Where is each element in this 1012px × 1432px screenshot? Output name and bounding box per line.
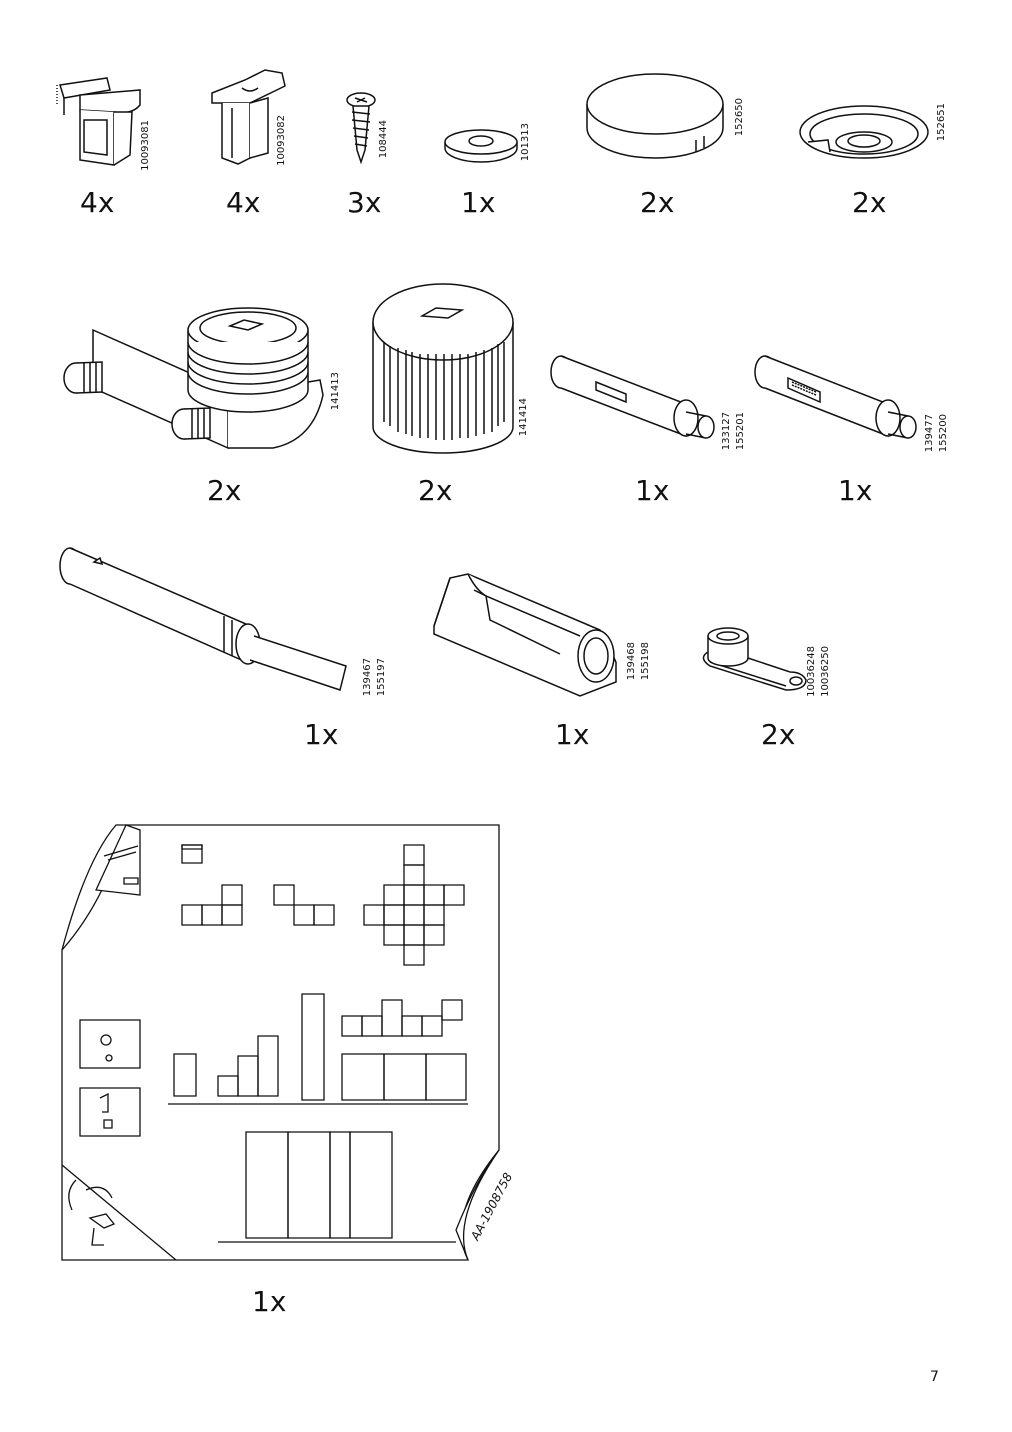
- part-code: 10093082: [276, 115, 287, 166]
- quantity-label: 4x: [226, 186, 261, 219]
- planning-leaflet-illustration: [56, 820, 506, 1264]
- part-10036248-bracket-illustration: [698, 628, 810, 694]
- part-139467-pin-illustration: [56, 544, 356, 694]
- part-code: 141413: [330, 372, 341, 411]
- part-code: 133127: [721, 412, 732, 451]
- part-139468-housing-illustration: [430, 570, 620, 700]
- part-10093081-illustration: [52, 70, 142, 170]
- page-number: 7: [930, 1369, 939, 1385]
- part-code: 10036250: [820, 646, 831, 697]
- part-code: 155197: [376, 658, 387, 697]
- part-code: 101313: [520, 123, 531, 162]
- quantity-label: 4x: [80, 186, 115, 219]
- part-code: 141414: [518, 398, 529, 437]
- part-152651-base-illustration: [798, 100, 932, 164]
- part-152650-cap-illustration: [584, 70, 726, 162]
- part-133127-connector-illustration: [546, 352, 720, 448]
- quantity-label: 1x: [461, 186, 496, 219]
- part-108444-screw-illustration: [343, 90, 379, 165]
- quantity-label: 1x: [252, 1285, 287, 1318]
- quantity-label: 1x: [304, 718, 339, 751]
- part-code: 139467: [362, 658, 373, 697]
- quantity-label: 2x: [640, 186, 675, 219]
- quantity-label: 2x: [207, 474, 242, 507]
- part-141413-adjuster-illustration: [58, 300, 330, 452]
- quantity-label: 1x: [838, 474, 873, 507]
- part-code: 139468: [626, 642, 637, 681]
- part-code: 139477: [924, 414, 935, 453]
- part-code: 10093081: [140, 120, 151, 171]
- quantity-label: 3x: [347, 186, 382, 219]
- part-101313-washer-illustration: [443, 128, 519, 164]
- part-code: 155201: [735, 412, 746, 451]
- quantity-label: 1x: [635, 474, 670, 507]
- part-code: 108444: [378, 120, 389, 159]
- quantity-label: 2x: [761, 718, 796, 751]
- part-code: 155200: [938, 414, 949, 453]
- part-139477-connector-illustration: [750, 352, 922, 448]
- quantity-label: 2x: [852, 186, 887, 219]
- quantity-label: 1x: [555, 718, 590, 751]
- part-code: 155198: [640, 642, 651, 681]
- part-141414-knob-illustration: [370, 282, 516, 454]
- part-code: 10036248: [806, 646, 817, 697]
- part-10093082-illustration: [210, 68, 290, 168]
- quantity-label: 2x: [418, 474, 453, 507]
- part-code: 152650: [734, 98, 745, 137]
- part-code: 152651: [936, 103, 947, 142]
